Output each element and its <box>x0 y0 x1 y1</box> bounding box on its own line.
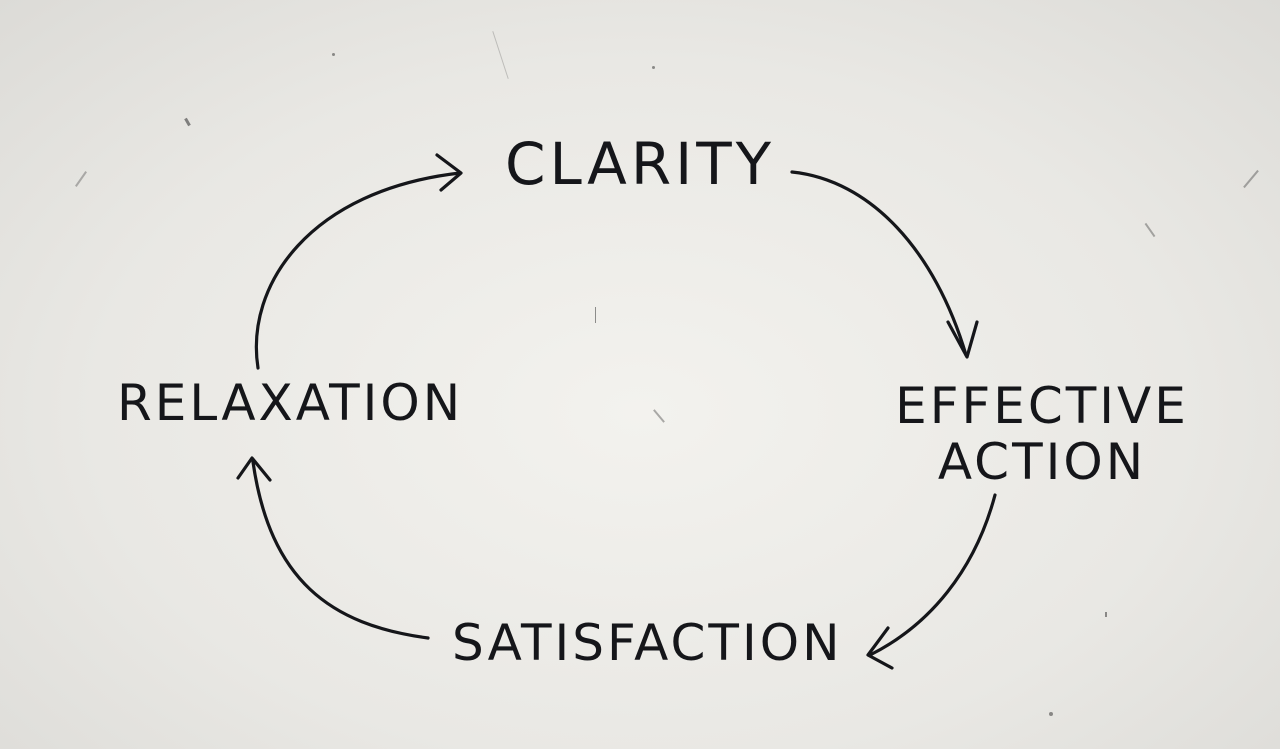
node-relaxation: RELAXATION <box>117 374 464 432</box>
arrow-effective-action-to-satisfaction <box>866 493 997 670</box>
node-clarity: CLARITY <box>505 130 776 198</box>
node-effective-action-line1: EFFECTIVE <box>895 377 1189 435</box>
arrow-clarity-to-effective-action <box>790 170 979 359</box>
arrow-relaxation-to-clarity <box>254 153 463 370</box>
arrow-satisfaction-to-relaxation <box>236 456 430 640</box>
node-effective-action-line2: ACTION <box>937 433 1147 491</box>
paper-speck <box>652 66 655 69</box>
paper-speck <box>1105 612 1107 617</box>
paper-speck <box>1049 712 1053 716</box>
node-effective-action: EFFECTIVE ACTION <box>882 378 1202 490</box>
paper-speck <box>595 307 596 323</box>
paper-speck <box>332 53 335 56</box>
node-satisfaction: SATISFACTION <box>452 614 843 672</box>
